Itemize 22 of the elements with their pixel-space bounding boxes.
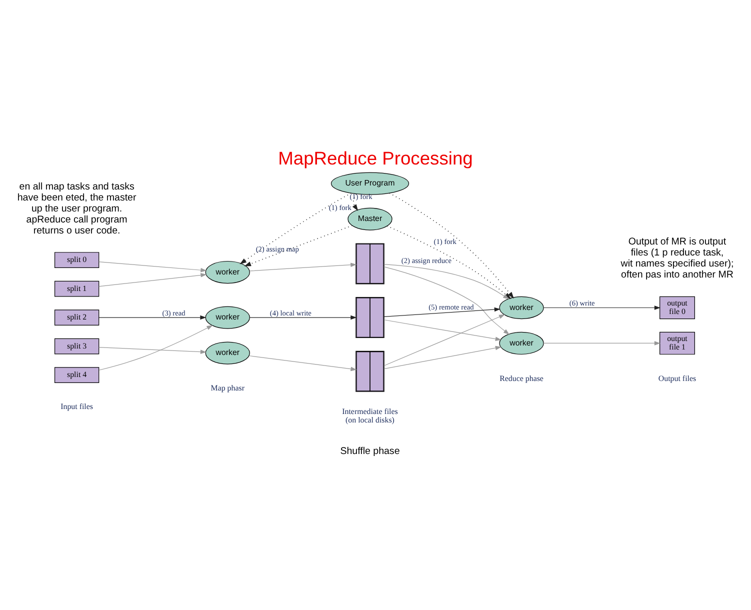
arrow [244,225,353,266]
label: en all map tasks and tasks have been eted, the master up the user program. apReduce call program returns o user code. [17,182,136,237]
arrow [543,341,661,346]
arrow [249,262,357,272]
arrow [98,261,207,272]
arrow [240,192,352,264]
label: Shuffle phase [340,446,400,457]
arrow [98,325,213,370]
arrow [248,355,357,372]
arrow [384,264,510,300]
arrow [249,315,357,320]
arrow [384,314,506,366]
arrow [543,306,661,310]
arrow [384,266,510,335]
diagram-title: MapReduce Processing [278,148,473,169]
arrow [98,315,206,320]
arrow [384,307,500,317]
arrow [98,273,207,287]
arrow [98,346,207,354]
label: Output of MR is output files (1 p reduce task, wit names specified user); often pas into another MR [620,236,734,281]
arrow [384,346,502,370]
arrow [384,320,502,341]
